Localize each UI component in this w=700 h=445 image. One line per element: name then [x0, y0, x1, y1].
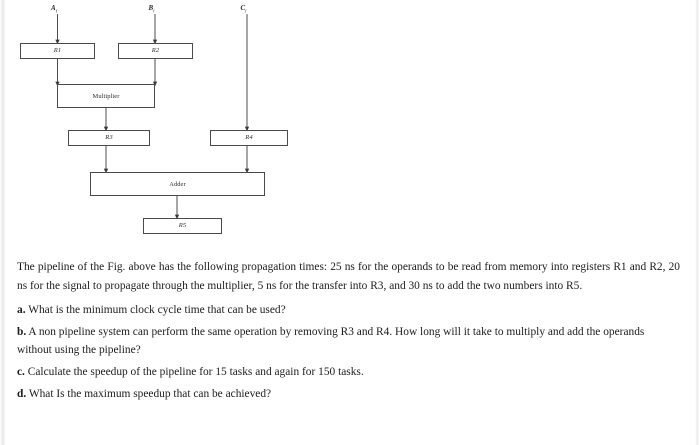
input-label-b: Bi: [148, 4, 155, 15]
register-box-r3: R3: [68, 130, 150, 146]
adder-label: Adder: [169, 180, 186, 188]
problem-statement-paragraph: The pipeline of the Fig. above has the f…: [17, 261, 680, 292]
question-item-d: d. What Is the maximum speedup that can …: [17, 385, 680, 404]
question-mark-c: c.: [17, 365, 25, 378]
question-mark-a: a.: [17, 304, 26, 317]
input-label-c: Ci: [240, 4, 247, 15]
question-text-d: What Is the maximum speedup that can be …: [28, 387, 272, 400]
question-mark-d: d.: [17, 387, 27, 400]
input-label-a: Ai: [51, 4, 58, 15]
multiplier-label: Multiplier: [92, 92, 120, 100]
register-label-r2: R2: [151, 47, 160, 55]
question-item-c: c. Calculate the speedup of the pipeline…: [17, 363, 680, 382]
question-text-b: A non pipeline system can perform the sa…: [17, 325, 645, 357]
diagram-connectors: [55, 14, 250, 220]
question-item-b: b. A non pipeline system can perform the…: [17, 323, 680, 360]
pipeline-diagram: Ai Bi Ci R1 R2 Multiplier R3 R4 Adder R5: [20, 4, 288, 234]
question-text-a: What is the minimum clock cycle time tha…: [28, 304, 286, 317]
page-edge-right: [695, 0, 700, 445]
question-text-c: Calculate the speedup of the pipeline fo…: [27, 365, 364, 378]
question-mark-b: b.: [17, 325, 27, 338]
question-item-a: a. What is the minimum clock cycle time …: [17, 301, 680, 320]
question-text-block: The pipeline of the Fig. above has the f…: [17, 258, 680, 406]
register-box-r1: R1: [20, 43, 95, 59]
adder-box: Adder: [90, 172, 265, 196]
page-edge-left: [0, 0, 6, 445]
register-label-r1: R1: [53, 47, 62, 55]
register-box-r4: R4: [210, 130, 288, 146]
register-label-r3: R3: [105, 134, 113, 142]
register-label-r4: R4: [245, 134, 253, 142]
register-box-r5: R5: [143, 218, 222, 234]
register-label-r5: R5: [178, 222, 187, 230]
multiplier-box: Multiplier: [57, 84, 155, 108]
register-box-r2: R2: [118, 43, 193, 59]
